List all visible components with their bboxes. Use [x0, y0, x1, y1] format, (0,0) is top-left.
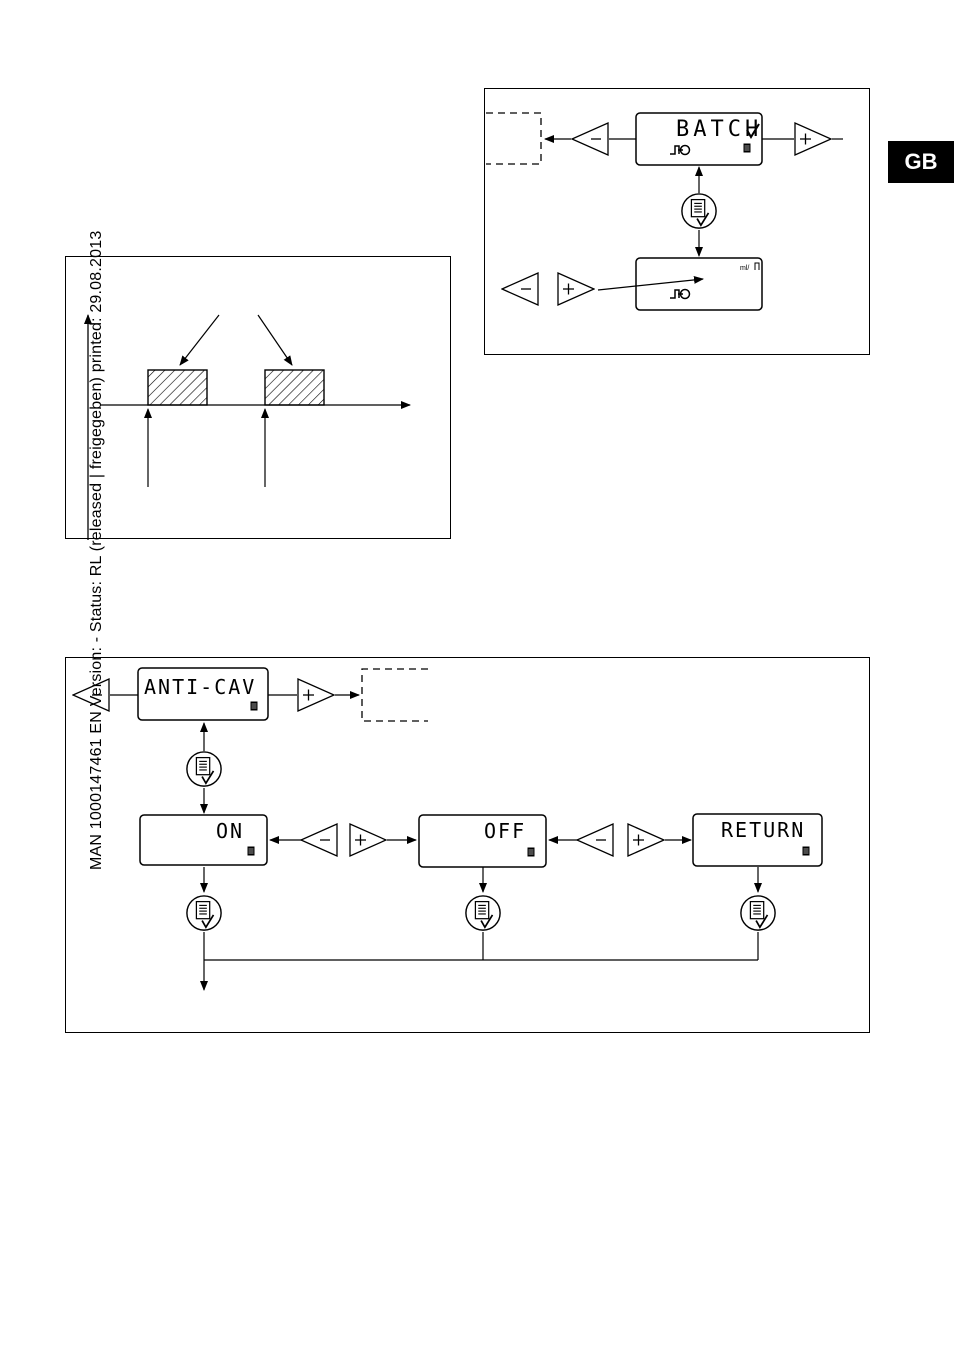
battery-icon — [250, 701, 258, 711]
minus-button[interactable] — [576, 823, 614, 857]
previous-menu-placeholder — [486, 112, 542, 165]
unit-label: ml/ — [740, 265, 749, 272]
plus-button[interactable] — [349, 823, 387, 857]
menu-check-icon[interactable] — [681, 193, 717, 229]
pulse-mini-icon — [754, 262, 760, 270]
anticav-header-display — [137, 667, 269, 721]
menu-check-icon[interactable] — [465, 895, 501, 931]
document-status-note: MAN 1000147461 EN Version: - Status: RL … — [88, 230, 105, 870]
plus-button[interactable] — [557, 272, 595, 306]
option-on-display — [139, 814, 268, 866]
pulse-block-1 — [147, 369, 208, 406]
batch-value-display — [635, 257, 763, 311]
batch-display-label: BATCH — [676, 117, 762, 142]
pulse-block-2 — [264, 369, 325, 406]
adjust-value-arrow — [597, 275, 704, 291]
menu-check-icon[interactable] — [186, 751, 222, 787]
check-icon — [746, 123, 760, 139]
pointer-arrow-2 — [257, 314, 293, 366]
option-on-label: ON — [216, 819, 244, 843]
battery-icon — [247, 846, 255, 856]
anticav-panel-frame — [65, 657, 870, 1033]
next-menu-placeholder — [361, 668, 428, 722]
plus-button[interactable] — [627, 823, 665, 857]
batch-panel-frame — [484, 88, 870, 355]
anticav-header-label: ANTI-CAV — [144, 675, 256, 699]
battery-icon — [527, 847, 535, 857]
batch-panel: BATCH ml/ — [486, 112, 843, 311]
menu-check-icon[interactable] — [740, 895, 776, 931]
option-return-display — [692, 813, 823, 867]
plus-button[interactable] — [794, 122, 832, 156]
timing-diagram — [84, 314, 411, 540]
option-off-label: OFF — [484, 819, 526, 843]
minus-button[interactable] — [501, 272, 539, 306]
plus-button[interactable] — [297, 678, 335, 712]
option-return-label: RETURN — [721, 818, 805, 842]
language-tab: GB — [888, 141, 954, 183]
anticav-panel: ANTI-CAV ON OFF RETURN — [72, 667, 823, 991]
battery-icon — [743, 143, 751, 153]
battery-icon — [802, 846, 810, 856]
minus-button[interactable] — [571, 122, 609, 156]
pointer-arrow-1 — [179, 314, 220, 366]
menu-check-icon[interactable] — [186, 895, 222, 931]
timing-diagram-frame — [65, 256, 451, 539]
minus-button[interactable] — [300, 823, 338, 857]
option-off-display — [418, 814, 547, 868]
